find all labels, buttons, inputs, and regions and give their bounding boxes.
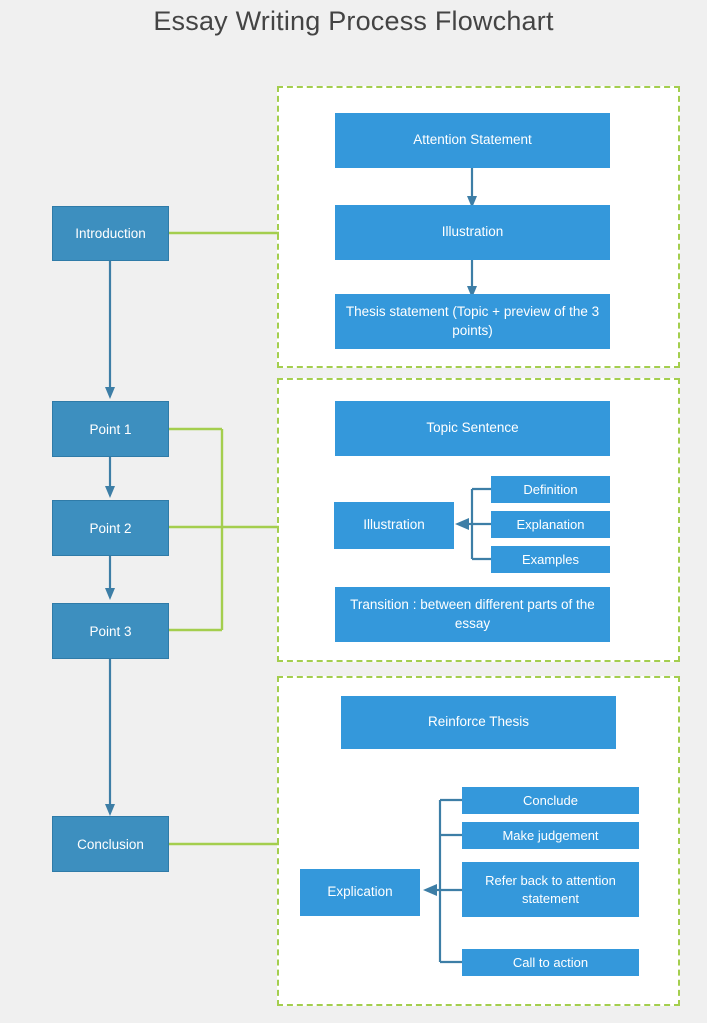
node-conclude[interactable]: Conclude: [462, 787, 639, 814]
spine-node-label: Conclusion: [77, 836, 144, 852]
node-label: Explanation: [516, 516, 585, 532]
node-illustration-body[interactable]: Illustration: [334, 502, 454, 549]
node-make-judgement[interactable]: Make judgement: [462, 822, 639, 849]
node-call-to-action[interactable]: Call to action: [462, 949, 639, 976]
node-explanation[interactable]: Explanation: [491, 511, 610, 538]
node-label: Examples: [521, 551, 580, 567]
node-reinforce-thesis[interactable]: Reinforce Thesis: [341, 696, 616, 749]
node-label: Illustration: [363, 517, 425, 533]
spine-node-point-2[interactable]: Point 2: [52, 500, 169, 556]
node-label: Conclude: [523, 792, 578, 808]
spine-node-label: Point 3: [89, 623, 132, 639]
node-label: Attention Statement: [413, 132, 532, 148]
node-label: Explication: [327, 884, 393, 900]
node-topic-sentence[interactable]: Topic Sentence: [335, 401, 610, 456]
node-label: Reinforce Thesis: [427, 714, 530, 730]
node-label: Call to action: [512, 954, 589, 970]
spine-node-introduction[interactable]: Introduction: [52, 206, 169, 261]
node-illustration-intro[interactable]: Illustration: [335, 205, 610, 260]
node-label: Definition: [523, 481, 578, 497]
node-label: Thesis statement (Topic + preview of the…: [345, 304, 600, 338]
node-label: Make judgement: [502, 827, 599, 843]
page-title: Essay Writing Process Flowchart: [153, 6, 554, 36]
node-transition[interactable]: Transition : between different parts of …: [335, 587, 610, 642]
node-label: Transition : between different parts of …: [350, 597, 595, 631]
node-explication[interactable]: Explication: [300, 869, 420, 916]
node-refer-back[interactable]: Refer back to attention statement: [462, 862, 639, 917]
spine-node-conclusion[interactable]: Conclusion: [52, 816, 169, 872]
node-label: Topic Sentence: [426, 420, 519, 436]
spine-node-point-1[interactable]: Point 1: [52, 401, 169, 457]
node-label: Refer back to attention statement: [485, 872, 616, 906]
node-thesis-statement[interactable]: Thesis statement (Topic + preview of the…: [335, 294, 610, 349]
node-label: Illustration: [441, 224, 504, 240]
node-attention-statement[interactable]: Attention Statement: [335, 113, 610, 168]
node-examples[interactable]: Examples: [491, 546, 610, 573]
spine-node-point-3[interactable]: Point 3: [52, 603, 169, 659]
node-definition[interactable]: Definition: [491, 476, 610, 503]
spine-node-label: Point 2: [89, 520, 132, 536]
spine-node-label: Introduction: [75, 226, 146, 241]
spine-node-label: Point 1: [89, 421, 132, 437]
